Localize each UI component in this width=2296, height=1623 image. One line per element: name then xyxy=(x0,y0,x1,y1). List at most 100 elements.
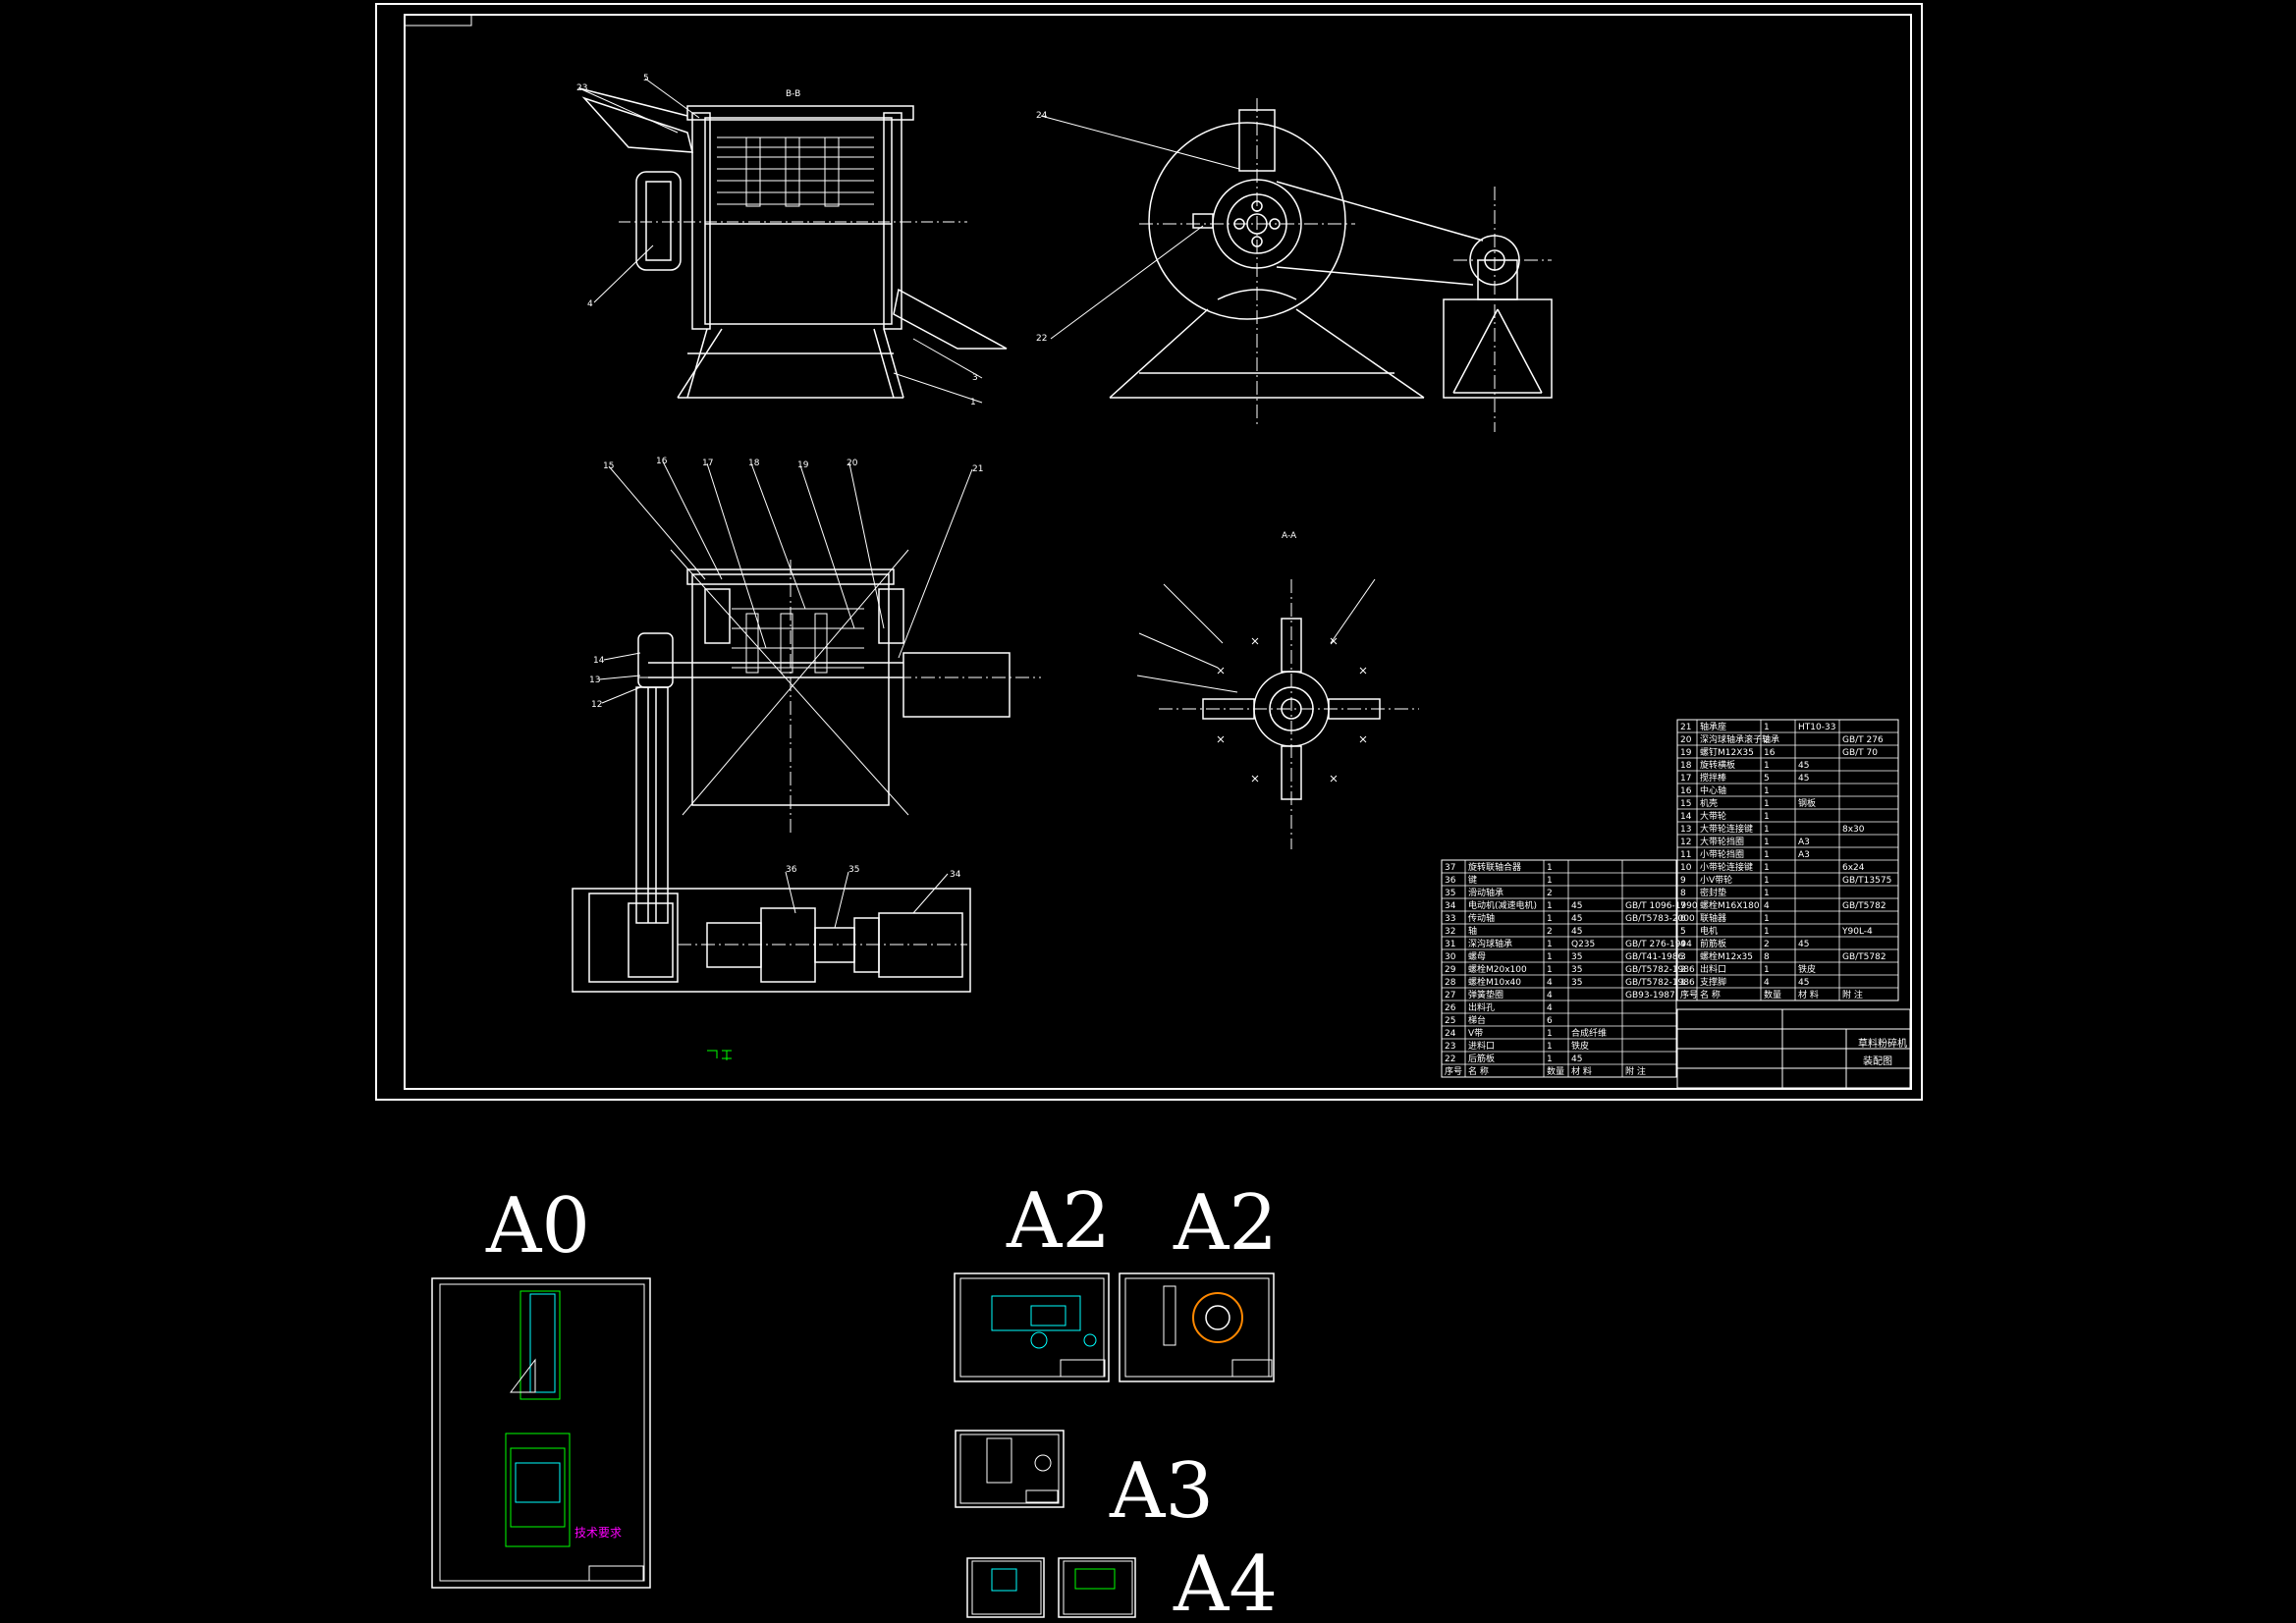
bom-cell: 材 料 xyxy=(1798,989,1819,1001)
part-label: 35 xyxy=(848,865,859,875)
front-view-labels: 23 5 4 3 1 B-B xyxy=(576,74,978,407)
part-label: 3 xyxy=(972,373,978,383)
bom-cell: 电机 xyxy=(1700,925,1718,937)
bom-cell: 前筋板 xyxy=(1700,938,1726,949)
bom-cell: 1 xyxy=(1764,914,1770,924)
section-view xyxy=(572,460,1041,993)
bom-cell: 材 料 xyxy=(1571,1065,1592,1077)
green-mark xyxy=(707,1050,732,1060)
bom-cell: 1 xyxy=(1547,876,1553,886)
bom-cell: 键 xyxy=(1468,874,1477,886)
bom-cell: 名 称 xyxy=(1468,1065,1489,1077)
sheet-size-a0: A0 xyxy=(485,1182,590,1271)
bom-cell: 铁皮 xyxy=(1798,963,1816,975)
thumb-a0-note: 技术要求 xyxy=(574,1526,622,1540)
sheet-size-a2-second: A2 xyxy=(1173,1179,1278,1268)
bom-cell: 3 xyxy=(1680,952,1686,962)
bom-cell: GB/T5782 xyxy=(1842,952,1886,962)
bom-cell: 21 xyxy=(1680,723,1691,732)
thumb-a4-second[interactable] xyxy=(1058,1557,1136,1618)
bom-cell: 17 xyxy=(1680,774,1691,784)
bom-cell: V带 xyxy=(1468,1028,1483,1039)
bom-cell: 4 xyxy=(1764,978,1770,988)
bom-cell: 密封垫 xyxy=(1700,887,1726,898)
bom-cell: 35 xyxy=(1571,965,1582,975)
bom-cell: 4 xyxy=(1547,991,1553,1001)
part-label: 24 xyxy=(1036,111,1048,121)
thumb-a4-first[interactable] xyxy=(966,1557,1045,1618)
bom-cell: HT10-33 xyxy=(1798,723,1835,732)
bom-cell: 小V带轮 xyxy=(1700,874,1732,886)
bom-cell: 1 xyxy=(1547,965,1553,975)
bom-cell: 19 xyxy=(1680,748,1692,758)
bom-cell: 23 xyxy=(1445,1042,1455,1052)
thumb-a2-first[interactable] xyxy=(954,1272,1110,1382)
bom-cell: 旋转横板 xyxy=(1700,759,1735,771)
part-label: 34 xyxy=(950,870,961,880)
view-label: B-B xyxy=(786,89,800,99)
bom-cell: 7 xyxy=(1680,901,1686,911)
bom-cell: 梯台 xyxy=(1468,1014,1486,1026)
bom-cell: 序号 xyxy=(1445,1065,1462,1077)
bom-cell: 1 xyxy=(1547,914,1553,924)
part-label: 5 xyxy=(643,74,649,83)
bom-cell: GB/T 276-1994 xyxy=(1625,940,1692,949)
thumb-a2-second[interactable] xyxy=(1119,1272,1275,1382)
bom-cell: 37 xyxy=(1445,863,1455,873)
bom-cell: GB/T 1096-1990 xyxy=(1625,901,1698,911)
section-view-labels: 15 16 17 18 19 20 21 14 13 12 36 35 34 xyxy=(589,457,983,880)
bom-cell: GB/T5783-2000 xyxy=(1625,914,1695,924)
bom-cell: 搅拌棒 xyxy=(1700,772,1726,784)
bom-cell: GB/T5782-1986 xyxy=(1625,978,1695,988)
section-a-a xyxy=(1136,578,1419,849)
part-label: 17 xyxy=(702,459,713,468)
bom-cell: 深沟球轴承 xyxy=(1468,938,1512,949)
bom-cell: 出料口 xyxy=(1700,963,1726,975)
bom-cell: 5 xyxy=(1764,774,1770,784)
bom-cell: GB/T13575 xyxy=(1842,876,1891,886)
bom-cell: 1 xyxy=(1547,1029,1553,1039)
bom-cell: 32 xyxy=(1445,927,1455,937)
bom-cell: 1 xyxy=(1680,978,1686,988)
bom-cell: Y90L-4 xyxy=(1841,927,1873,937)
bom-cell: 附 注 xyxy=(1842,989,1863,1001)
bom-cell: A3 xyxy=(1798,838,1810,847)
bom-cell: 1 xyxy=(1764,863,1770,873)
thumb-a3[interactable] xyxy=(955,1430,1065,1508)
bom-cell: 45 xyxy=(1571,927,1582,937)
bom-cell: 1 xyxy=(1547,1055,1553,1064)
bom-cell: 6 xyxy=(1680,914,1686,924)
bom-cell: 2 xyxy=(1680,965,1686,975)
bom-cell: 29 xyxy=(1445,965,1456,975)
bom-cell: 4 xyxy=(1547,978,1553,988)
bom-cell: 螺栓M16X180 xyxy=(1700,899,1760,911)
bom-cell: 18 xyxy=(1680,761,1692,771)
bom-cell: 后筋板 xyxy=(1468,1053,1495,1064)
bom-cell: 螺栓M10x40 xyxy=(1468,976,1521,988)
part-label: 13 xyxy=(589,676,600,685)
bom-cell: 进料口 xyxy=(1468,1040,1495,1052)
bom-cell: 1 xyxy=(1764,838,1770,847)
bom-cell: 2 xyxy=(1764,735,1770,745)
bom-cell: 弹簧垫圈 xyxy=(1468,989,1503,1001)
bom-cell: 2 xyxy=(1547,927,1553,937)
bom-cell: 1 xyxy=(1764,761,1770,771)
bom-cell: 20 xyxy=(1680,735,1692,745)
bom-cell: A3 xyxy=(1798,850,1810,860)
bom-cell: 27 xyxy=(1445,991,1455,1001)
bom-cell: 6x24 xyxy=(1842,863,1865,873)
bom-cell: 螺栓M20x100 xyxy=(1468,963,1527,975)
bom-cell: 1 xyxy=(1764,786,1770,796)
bom-cell: 1 xyxy=(1764,927,1770,937)
bom-cell: 合成纤维 xyxy=(1571,1027,1607,1039)
thumb-a0[interactable] xyxy=(431,1277,651,1589)
bom-cell: GB93-1987 xyxy=(1625,991,1675,1001)
part-label: 12 xyxy=(591,700,602,710)
bom-cell: 25 xyxy=(1445,1016,1455,1026)
bom-cell: 16 xyxy=(1680,786,1692,796)
bom-cell: 8 xyxy=(1680,889,1686,898)
title-block xyxy=(1676,1008,1911,1089)
bom-cell: 旋转联轴合器 xyxy=(1468,861,1521,873)
